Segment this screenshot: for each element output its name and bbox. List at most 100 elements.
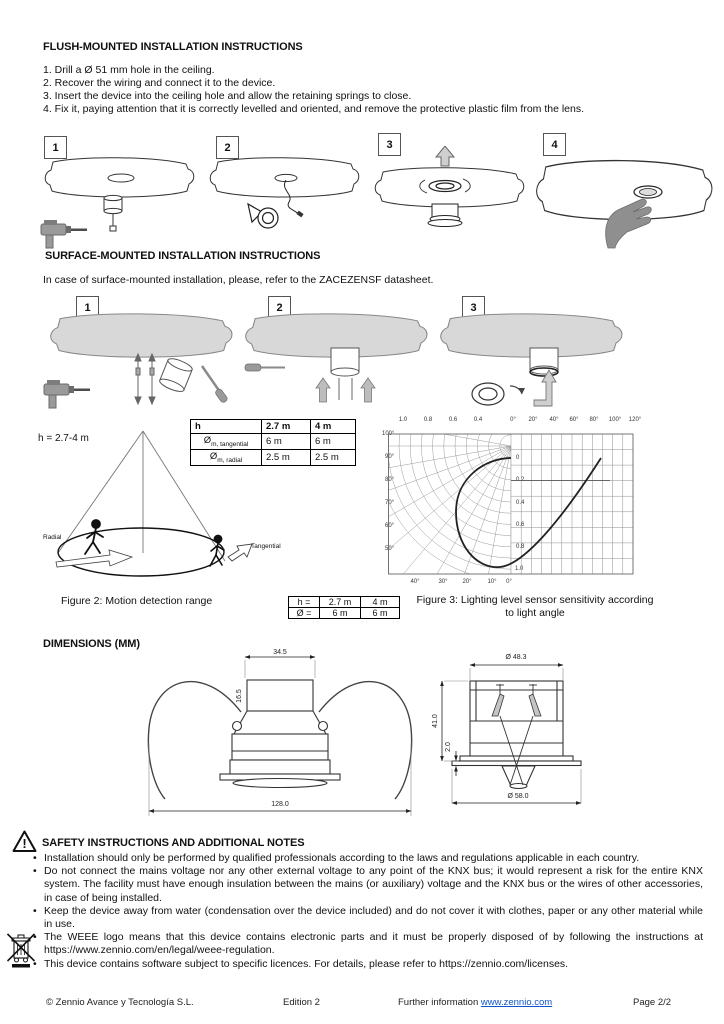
chart-tick: 120° — [628, 417, 642, 423]
chart-tick: 0° — [506, 579, 512, 585]
chart-tick: 20° — [462, 579, 472, 585]
table-row: h = 2.7 m 4 m — [288, 596, 400, 608]
dimensions-side-view: Ø 48.3 — [430, 648, 720, 828]
motion-detection-diagram — [20, 423, 310, 588]
dimensions-front-view: 34.5 16.5 128. — [120, 648, 440, 828]
surface-intro: In case of surface-mounted installation,… — [43, 274, 434, 286]
fig3-caption: Figure 3: Lighting level sensor sensitiv… — [370, 594, 700, 620]
dim-label-128: 128.0 — [271, 801, 289, 808]
table-cell: 6 m — [360, 607, 400, 619]
chart-tick: 0.4 — [516, 500, 525, 506]
fig2-tangential-label: Tangential — [251, 543, 281, 550]
footer-further-label: Further information — [398, 997, 479, 1008]
footer-website-link[interactable]: www.zennio.com — [480, 997, 553, 1008]
safety-bullet: Installation should only be performed by… — [31, 852, 703, 865]
dimensions-section-title: DIMENSIONS (MM) — [43, 638, 140, 650]
chart-tick: 0.6 — [516, 522, 525, 528]
table-cell: 2.5 m — [310, 448, 356, 466]
safety-bullet: Keep the device away from water (condens… — [31, 905, 703, 931]
table-row: Øm, tangential 6 m 6 m — [190, 433, 356, 450]
chart-tick: 90° — [385, 454, 395, 460]
table-row: Øm, radial 2.5 m 2.5 m — [190, 448, 356, 466]
footer-edition: Edition 2 — [283, 997, 320, 1008]
dim-label-41: 41.0 — [432, 714, 439, 728]
chart-tick: 80° — [385, 477, 395, 483]
table-row: Ø = 6 m 6 m — [288, 607, 400, 619]
table-cell: 2.7 m — [319, 596, 361, 608]
diameter-symbol: Ø — [203, 435, 212, 446]
warning-triangle-icon: ! — [12, 830, 37, 853]
safety-bullet: The WEEE logo means that this device con… — [31, 931, 703, 957]
flush-panel-number-4: 4 — [543, 133, 566, 156]
flush-step4-illustration — [530, 150, 715, 250]
table-header: 4 m — [310, 419, 356, 434]
chart-tick: 40° — [549, 417, 559, 423]
table-cell: 6 m — [319, 607, 361, 619]
table-header: 2.7 m — [261, 419, 311, 434]
chart-tick: 100° — [608, 417, 622, 423]
safety-bullet: Do not connect the mains voltage nor any… — [31, 865, 703, 905]
flush-panel-number-1: 1 — [44, 136, 67, 159]
diameter-symbol: Ø — [209, 450, 218, 462]
table-cell: 2.5 m — [261, 448, 311, 466]
fig3-caption-line2: to light angle — [505, 607, 565, 619]
diameter-sub: m, radial — [217, 456, 243, 464]
flush-panel-number-3: 3 — [378, 133, 401, 156]
chart-tick: 50° — [385, 546, 395, 552]
table-cell: 6 m — [310, 433, 356, 450]
chart-tick: 0.8 — [423, 417, 433, 423]
surface-section-title: SURFACE-MOUNTED INSTALLATION INSTRUCTION… — [45, 250, 321, 262]
chart-canvas — [388, 433, 634, 575]
chart-tick: 60° — [385, 523, 395, 529]
light-sensitivity-chart: 1.0 0.8 0.6 0.4 0° 20° 40° 60° 80° 100° … — [382, 417, 650, 593]
table-cell: 6 m — [261, 433, 311, 450]
safety-bullet: This device contains software subject to… — [31, 958, 703, 971]
footer-copyright: © Zennio Avance y Tecnología S.L. — [46, 997, 194, 1008]
dim-label-16-5: 16.5 — [236, 689, 243, 703]
table-cell: Ø = — [288, 607, 320, 619]
fig2-caption: Figure 2: Motion detection range — [61, 595, 213, 607]
flush-step3-illustration — [365, 146, 530, 246]
flush-step: 3. Insert the device into the ceiling ho… — [43, 90, 412, 102]
chart-tick: 1.0 — [515, 566, 524, 572]
flush-panel-number-2: 2 — [216, 136, 239, 159]
flush-step: 2. Recover the wiring and connect it to … — [43, 77, 276, 89]
flush-step: 4. Fix it, paying attention that it is c… — [43, 103, 585, 115]
fig2-radial-label: Radial — [43, 534, 62, 541]
safety-bullet-list: Installation should only be performed by… — [31, 852, 703, 971]
chart-tick: 60° — [569, 417, 579, 423]
chart-tick: 20° — [528, 417, 538, 423]
chart-tick: 0 — [516, 455, 520, 461]
flush-step: 1. Drill a Ø 51 mm hole in the ceiling. — [43, 64, 215, 76]
chart-tick: 40° — [410, 579, 420, 585]
fig3-caption-line1: Figure 3: Lighting level sensor sensitiv… — [416, 594, 654, 606]
fig2-height-label: h = 2.7-4 m — [38, 433, 89, 444]
chart-tick: 80° — [589, 417, 599, 423]
footer-further-info: Further information www.zennio.com — [398, 997, 552, 1008]
surface-step1-illustration — [40, 308, 235, 413]
sensor-range-table: h = 2.7 m 4 m Ø = 6 m 6 m — [288, 596, 400, 619]
dim-label-58: Ø 58.0 — [507, 793, 528, 800]
flush-step1-illustration — [35, 150, 200, 250]
surface-step3-illustration — [430, 308, 625, 413]
table-header: h — [190, 419, 262, 434]
flush-steps: 1. Drill a Ø 51 mm hole in the ceiling. … — [43, 64, 584, 116]
flush-section-title: FLUSH-MOUNTED INSTALLATION INSTRUCTIONS — [43, 41, 303, 53]
detection-range-table: h 2.7 m 4 m Øm, tangential 6 m 6 m Øm, r… — [190, 419, 356, 466]
weee-icon — [7, 931, 35, 969]
diameter-sub: m, tangential — [211, 440, 249, 448]
chart-tick: 0° — [510, 417, 516, 423]
flush-step2-illustration — [200, 150, 365, 250]
table-cell: 4 m — [360, 596, 400, 608]
chart-tick: 0.4 — [473, 417, 483, 423]
dim-label-34-5: 34.5 — [273, 649, 287, 656]
table-cell: h = — [288, 596, 320, 608]
surface-step2-illustration — [235, 308, 430, 413]
dim-label-2: 2.0 — [445, 742, 452, 752]
svg-text:!: ! — [22, 836, 26, 851]
footer-page-number: Page 2/2 — [633, 997, 672, 1008]
chart-tick: 0.8 — [516, 544, 525, 550]
safety-section-title: SAFETY INSTRUCTIONS AND ADDITIONAL NOTES — [42, 837, 305, 849]
chart-tick: 10° — [487, 579, 497, 585]
